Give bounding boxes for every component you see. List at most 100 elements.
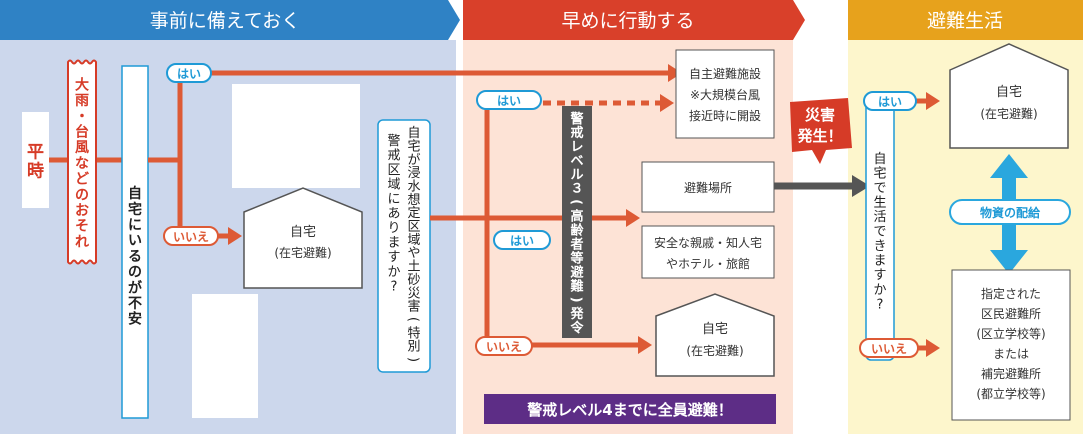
home-title-left: 自宅 — [290, 225, 316, 240]
vertical-char: 宅 — [128, 201, 142, 218]
vertical-char: り — [387, 221, 400, 236]
vertical-char: 警 — [387, 133, 400, 149]
vertical-char: 等 — [569, 250, 583, 266]
arrow-head-right-yes — [926, 92, 940, 110]
vertical-char: 水 — [407, 179, 420, 194]
supplies-double-arrow: 物資の配給 — [949, 154, 1071, 274]
svg-text:避難場所: 避難場所 — [684, 180, 732, 195]
vertical-char: 自 — [407, 126, 420, 141]
disaster-line1: 災害 — [805, 106, 835, 124]
vertical-char: 特 — [407, 326, 420, 341]
svg-text:いいえ: いいえ — [871, 342, 907, 356]
vertical-char: 避 — [570, 264, 583, 280]
home-house-right: 自宅 (在宅避難) — [949, 43, 1069, 149]
svg-text:いいえ: いいえ — [486, 340, 522, 354]
vertical-char: ベ — [570, 154, 583, 169]
vertical-char: す — [387, 250, 400, 265]
vertical-char: ま — [387, 236, 400, 251]
vertical-char: に — [387, 192, 400, 207]
normal-time-text: 平時 — [27, 142, 44, 181]
arrow-head-right-no — [926, 339, 940, 357]
relatives-line2: やホテル・旅館 — [666, 256, 750, 271]
svg-text:または: または — [993, 347, 1029, 361]
vertical-char: ・ — [75, 109, 89, 125]
vertical-char: 宅 — [407, 139, 420, 154]
vertical-char: 砂 — [407, 273, 420, 288]
vertical-char: 風 — [75, 140, 89, 156]
yes-label-left: はい — [166, 63, 212, 83]
vertical-char: 高 — [570, 209, 583, 225]
evacuation-site-box: 避難場所 — [641, 161, 775, 213]
svg-text:(区立学校等): (区立学校等) — [976, 326, 1045, 341]
disaster-badge: 災害 発生！ — [790, 98, 852, 164]
vertical-char: か — [387, 265, 400, 280]
vertical-char: 災 — [407, 286, 420, 301]
vertical-char: い — [128, 233, 142, 249]
vertical-char: 活 — [873, 210, 886, 225]
home-title-right: 自宅 — [996, 85, 1022, 100]
supplies-text: 物資の配給 — [980, 205, 1041, 220]
header-act-early: 早めに行動する — [463, 0, 805, 40]
vertical-char: 定 — [407, 206, 420, 221]
blank-box-top — [232, 84, 360, 188]
vertical-char: 浸 — [407, 166, 420, 181]
vertical-char: 害 — [407, 299, 420, 315]
vertical-char: の — [75, 187, 89, 203]
vertical-char: 齢 — [570, 223, 584, 239]
vertical-char: き — [873, 239, 886, 254]
normal-time-box: 平時 — [22, 112, 49, 208]
vertical-char: や — [407, 246, 420, 261]
arrow-down-icon — [990, 250, 1028, 274]
designated-shelter-box: 指定された 区民避難所 (区立学校等) または 補完避難所 (都立学校等) — [951, 269, 1071, 421]
header-act-early-text: 早めに行動する — [561, 10, 694, 32]
vertical-char: 土 — [407, 260, 420, 275]
vertical-char: 時 — [27, 160, 44, 181]
arrow-head-middle — [626, 209, 640, 227]
vertical-char: ) — [405, 357, 420, 362]
vertical-char: な — [75, 156, 89, 172]
arrow-head-home-middle — [638, 336, 652, 354]
vertical-char: 者 — [569, 236, 583, 252]
level4-banner: 警戒レベル4までに全員避難！ — [484, 394, 776, 424]
vertical-char: 台 — [75, 124, 89, 141]
vertical-char: 発 — [569, 306, 584, 322]
vertical-char: 戒 — [387, 148, 400, 163]
vertical-char: あ — [387, 207, 400, 222]
vertical-char: 域 — [407, 233, 420, 248]
voluntary-shelter-line3: 接近時に開設 — [689, 108, 761, 123]
no-label-middle: いいえ — [475, 336, 533, 356]
vertical-char: レ — [570, 140, 583, 155]
home-house-middle: 自宅 (在宅避難) — [655, 293, 775, 377]
relatives-box: 安全な親戚・知人宅 やホテル・旅館 — [641, 225, 775, 279]
yes-label-middle: はい — [493, 230, 551, 250]
svg-text:警戒レベル4までに全員避難！: 警戒レベル4までに全員避難！ — [526, 401, 732, 419]
vertical-char: 宅 — [873, 166, 886, 181]
vertical-char: で — [873, 181, 886, 196]
vertical-char: ３ — [570, 182, 583, 197]
voluntary-shelter-line1: 自主避難施設 — [689, 66, 761, 81]
vertical-char: 難 — [570, 278, 583, 294]
vertical-char: 区 — [407, 220, 420, 235]
vertical-char: 生 — [873, 195, 886, 210]
arrow-up-icon — [990, 154, 1028, 178]
no-label-right: いいえ — [859, 338, 919, 358]
header-evacuation-life: 避難生活 — [848, 0, 1083, 40]
vertical-char: の — [128, 265, 142, 281]
arrow-head-voluntary — [668, 64, 682, 82]
svg-text:補完避難所: 補完避難所 — [981, 366, 1041, 381]
svg-text:はい: はい — [878, 95, 902, 109]
vertical-char: ? — [877, 297, 884, 312]
svg-text:はい: はい — [177, 67, 201, 81]
arrow-head-disaster — [852, 175, 870, 197]
vertical-char: ? — [391, 279, 398, 294]
vertical-char: 別 — [407, 340, 420, 355]
vertical-char: 雨 — [75, 93, 89, 109]
arrow-head-home-left — [228, 227, 242, 245]
svg-text:(都立学校等): (都立学校等) — [976, 386, 1045, 401]
